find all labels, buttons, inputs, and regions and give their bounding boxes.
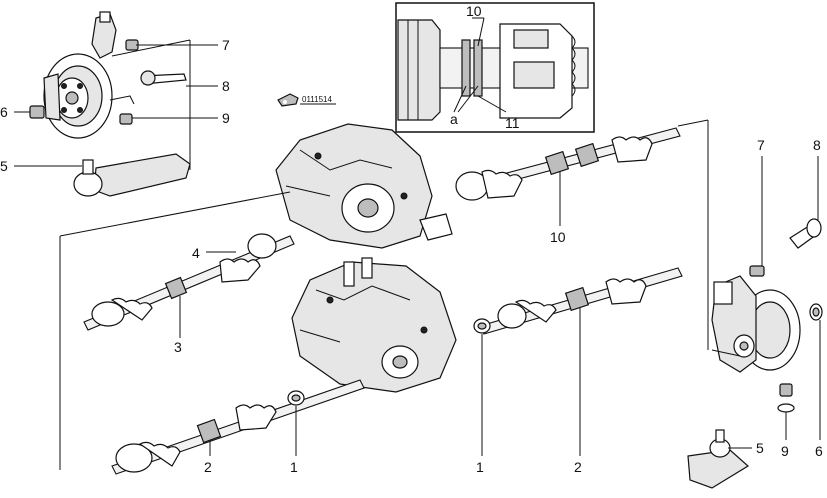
callout-7-right: 7 (757, 137, 765, 153)
inset-detail: 10 11 a (395, 2, 595, 133)
callout-5-left: 5 (0, 158, 8, 174)
upper-gearbox (275, 123, 453, 249)
lower-left-callouts: 2 1 (204, 459, 298, 475)
figure-code: 0111514 (302, 95, 333, 104)
callout-a-inset: a (450, 111, 458, 127)
lower-gearbox (291, 257, 457, 393)
lower-left-drive-shaft (111, 379, 365, 475)
upper-left-drive-shaft (83, 233, 295, 338)
lower-right-drive-shaft (473, 267, 683, 456)
right-callout-labels: 7 8 5 9 6 (756, 137, 823, 459)
callout-10: 10 (550, 229, 566, 245)
lower-right-callouts: 1 2 (476, 459, 582, 475)
upper-left-callouts: 4 3 (174, 245, 200, 355)
callout-8-right: 8 (813, 137, 821, 153)
callout-3: 3 (174, 339, 182, 355)
callout-8-left: 8 (222, 78, 230, 94)
callout-6-left: 6 (0, 104, 8, 120)
callout-9-left: 9 (222, 110, 230, 126)
callout-1-left: 1 (290, 459, 298, 475)
upper-right-drive-shaft (455, 127, 681, 226)
callout-9-right: 9 (781, 443, 789, 459)
figure-code-tag: 0111514 (277, 93, 336, 107)
callout-2-right: 2 (574, 459, 582, 475)
callout-7-left: 7 (222, 37, 230, 53)
callout-1-right: 1 (476, 459, 484, 475)
right-hub-knuckle-assembly (59, 119, 823, 489)
callout-5-right: 5 (756, 440, 764, 456)
upper-right-callouts: 10 (550, 229, 566, 245)
callout-2-left: 2 (204, 459, 212, 475)
left-callout-leaders (14, 39, 218, 170)
callout-4: 4 (192, 245, 200, 261)
left-hub-knuckle-assembly (29, 11, 191, 197)
callout-6-right: 6 (815, 443, 823, 459)
callout-10-inset: 10 (466, 3, 482, 19)
callout-11-inset: 11 (505, 115, 520, 131)
left-callout-labels: 7 8 9 6 5 (0, 37, 230, 174)
